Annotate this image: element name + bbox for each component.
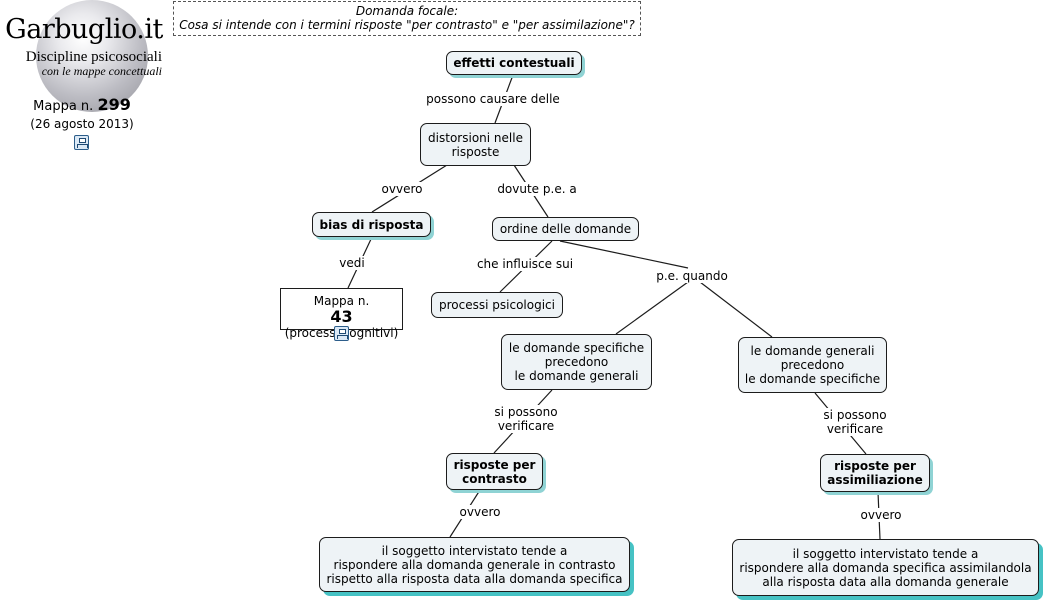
logo-title: Garbuglio.it — [5, 14, 163, 45]
connector — [615, 281, 689, 335]
node-distorsioni[interactable]: distorsioni nelle risposte — [420, 123, 531, 166]
site-logo[interactable]: Garbuglio.it Discipline psicosociali con… — [0, 0, 168, 160]
link-label-ovvero: ovvero — [858, 508, 904, 522]
node-definizione-contrasto[interactable]: il soggetto intervistato tende a rispond… — [319, 537, 630, 592]
map-number-label: Mappa n. 299 — [0, 96, 164, 116]
map-number: 299 — [97, 95, 131, 114]
focal-question: Cosa si intende con i termini risposte "… — [179, 18, 635, 32]
map-prefix: Mappa n. — [33, 99, 94, 114]
link-label-si-possono: si possono verificare — [821, 408, 889, 436]
logo-tagline: con le mappe concettuali — [41, 64, 162, 78]
map-ref-number: 43 — [330, 307, 353, 326]
connector — [699, 281, 773, 338]
logo-subtitle: Discipline psicosociali — [25, 49, 162, 65]
link-label-ovvero: ovvero — [457, 505, 503, 519]
node-bias-di-risposta[interactable]: bias di risposta — [312, 212, 431, 237]
node-specifiche-precedono[interactable]: le domande specifiche precedono le doman… — [501, 334, 652, 390]
connector — [559, 240, 689, 269]
link-label-possono-causare: possono causare delle — [424, 92, 562, 106]
map-ref-prefix: Mappa n. — [313, 294, 370, 308]
link-label-ovvero: ovvero — [379, 182, 425, 196]
node-ordine-domande[interactable]: ordine delle domande — [492, 217, 639, 241]
node-risposte-contrasto[interactable]: risposte per contrasto — [446, 453, 543, 490]
concept-map-icon[interactable] — [74, 135, 89, 150]
focal-title: Domanda focale: — [355, 4, 459, 18]
map-reference-43[interactable]: Mappa n. 43 (processi cognitivi) — [280, 288, 403, 340]
map-date: (26 agosto 2013) — [30, 117, 134, 131]
link-label-si-possono: si possono verificare — [492, 405, 560, 433]
map-ref-subtitle: (processi cognitivi) — [284, 326, 399, 340]
link-label-dovute: dovute p.e. a — [495, 182, 579, 196]
focal-question-box: Domanda focale: Cosa si intende con i te… — [173, 1, 641, 36]
map-ref-label: Mappa n. 43 — [314, 277, 370, 326]
link-label-influisce: che influisce sui — [474, 257, 576, 271]
node-generali-precedono[interactable]: le domande generali precedono le domande… — [738, 337, 887, 393]
node-definizione-assimilazione[interactable]: il soggetto intervistato tende a rispond… — [732, 539, 1039, 596]
node-risposte-assimilazione[interactable]: risposte per assimiliazione — [820, 454, 930, 492]
concept-map-icon[interactable] — [334, 326, 349, 341]
logo-sphere — [36, 0, 148, 112]
node-effetti-contestuali[interactable]: effetti contestuali — [446, 51, 582, 75]
node-processi-psicologici[interactable]: processi psicologici — [431, 292, 563, 318]
link-label-vedi: vedi — [337, 256, 367, 270]
link-label-pe-quando: p.e. quando — [654, 269, 730, 283]
